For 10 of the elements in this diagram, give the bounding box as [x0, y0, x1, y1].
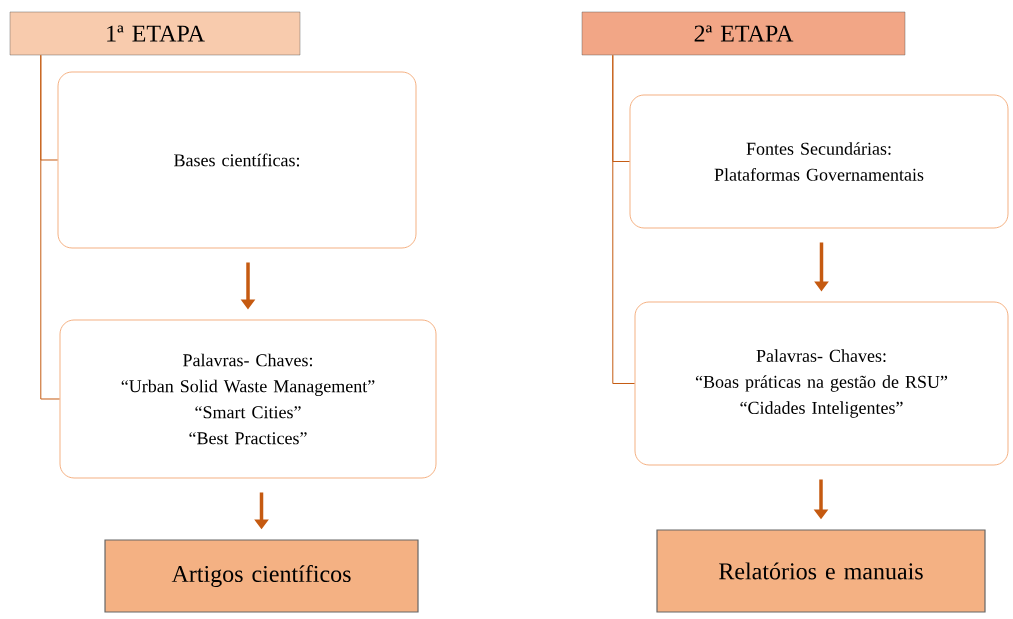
header-box: 2ª ETAPA	[581, 11, 906, 56]
rounded-box: Fontes Secundárias: Plataformas Governamentais	[629, 94, 1009, 229]
connector-line	[40, 54, 60, 400]
result-box: Artigos científicos	[104, 539, 419, 613]
rounded-box: Bases científicas:	[57, 71, 417, 249]
connector-line	[612, 54, 635, 384]
result-box: Relatórios e manuais	[656, 529, 986, 613]
rounded-box: Palavras- Chaves: “Urban Solid Waste Management” “Smart Cities” “Best Practices”	[59, 319, 437, 479]
rounded-box: Palavras- Chaves: “Boas práticas na gestão de RSU” “Cidades Inteligentes”	[634, 301, 1009, 466]
header-box: 1ª ETAPA	[9, 11, 301, 56]
